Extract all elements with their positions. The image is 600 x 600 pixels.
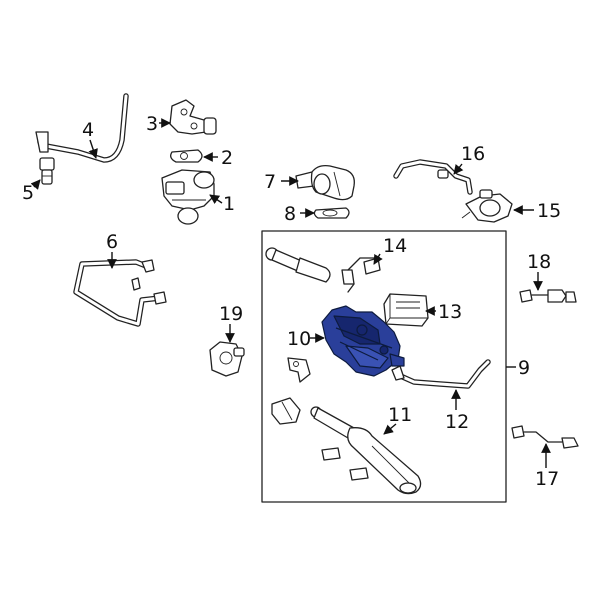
part-2-gasket[interactable] bbox=[170, 149, 203, 163]
callout-7[interactable]: 7 bbox=[264, 171, 276, 193]
part-15-valve-bracket[interactable] bbox=[461, 189, 513, 223]
part-19-sensor[interactable] bbox=[209, 341, 245, 377]
callout-16[interactable]: 16 bbox=[461, 143, 485, 165]
callout-3[interactable]: 3 bbox=[146, 113, 158, 135]
part-pads[interactable] bbox=[321, 447, 369, 481]
callout-1[interactable]: 1 bbox=[223, 193, 235, 215]
part-11-strut[interactable] bbox=[310, 406, 422, 495]
callout-11[interactable]: 11 bbox=[388, 404, 412, 426]
callout-10[interactable]: 10 bbox=[287, 328, 311, 350]
callout-8[interactable]: 8 bbox=[284, 203, 296, 225]
part-bracket-small[interactable] bbox=[287, 357, 311, 383]
callout-15[interactable]: 15 bbox=[537, 200, 561, 222]
part-8-gasket[interactable] bbox=[313, 207, 350, 219]
callout-12[interactable]: 12 bbox=[445, 411, 469, 433]
callout-4[interactable]: 4 bbox=[82, 119, 94, 141]
part-4-tube[interactable] bbox=[35, 93, 129, 163]
callout-6[interactable]: 6 bbox=[106, 231, 118, 253]
callout-5[interactable]: 5 bbox=[22, 182, 34, 204]
part-16-hose[interactable] bbox=[393, 159, 473, 195]
part-13-module[interactable] bbox=[383, 293, 429, 327]
part-18-sensor[interactable] bbox=[519, 289, 577, 303]
part-3-bracket[interactable] bbox=[169, 99, 217, 135]
part-5-connector[interactable] bbox=[39, 157, 55, 185]
callout-13[interactable]: 13 bbox=[438, 301, 462, 323]
callout-9[interactable]: 9 bbox=[518, 357, 530, 379]
part-12-tube[interactable] bbox=[391, 359, 491, 389]
callout-numbers: 3 2 1 4 5 6 7 8 9 10 11 12 13 14 15 16 1… bbox=[22, 113, 561, 490]
callout-18[interactable]: 18 bbox=[527, 251, 551, 273]
leader-lines bbox=[30, 118, 551, 468]
part-6-tube-assembly[interactable] bbox=[73, 259, 167, 327]
part-7-valve[interactable] bbox=[295, 164, 355, 201]
part-10-highlighted-assembly[interactable] bbox=[321, 305, 405, 377]
callout-2[interactable]: 2 bbox=[221, 147, 233, 169]
callout-19[interactable]: 19 bbox=[219, 303, 243, 325]
part-cap[interactable] bbox=[271, 397, 301, 425]
part-1-air-pump[interactable] bbox=[161, 169, 215, 225]
callout-17[interactable]: 17 bbox=[535, 468, 559, 490]
callout-14[interactable]: 14 bbox=[383, 235, 407, 257]
part-14-rod[interactable] bbox=[265, 247, 381, 293]
part-17-sensor[interactable] bbox=[511, 425, 579, 449]
